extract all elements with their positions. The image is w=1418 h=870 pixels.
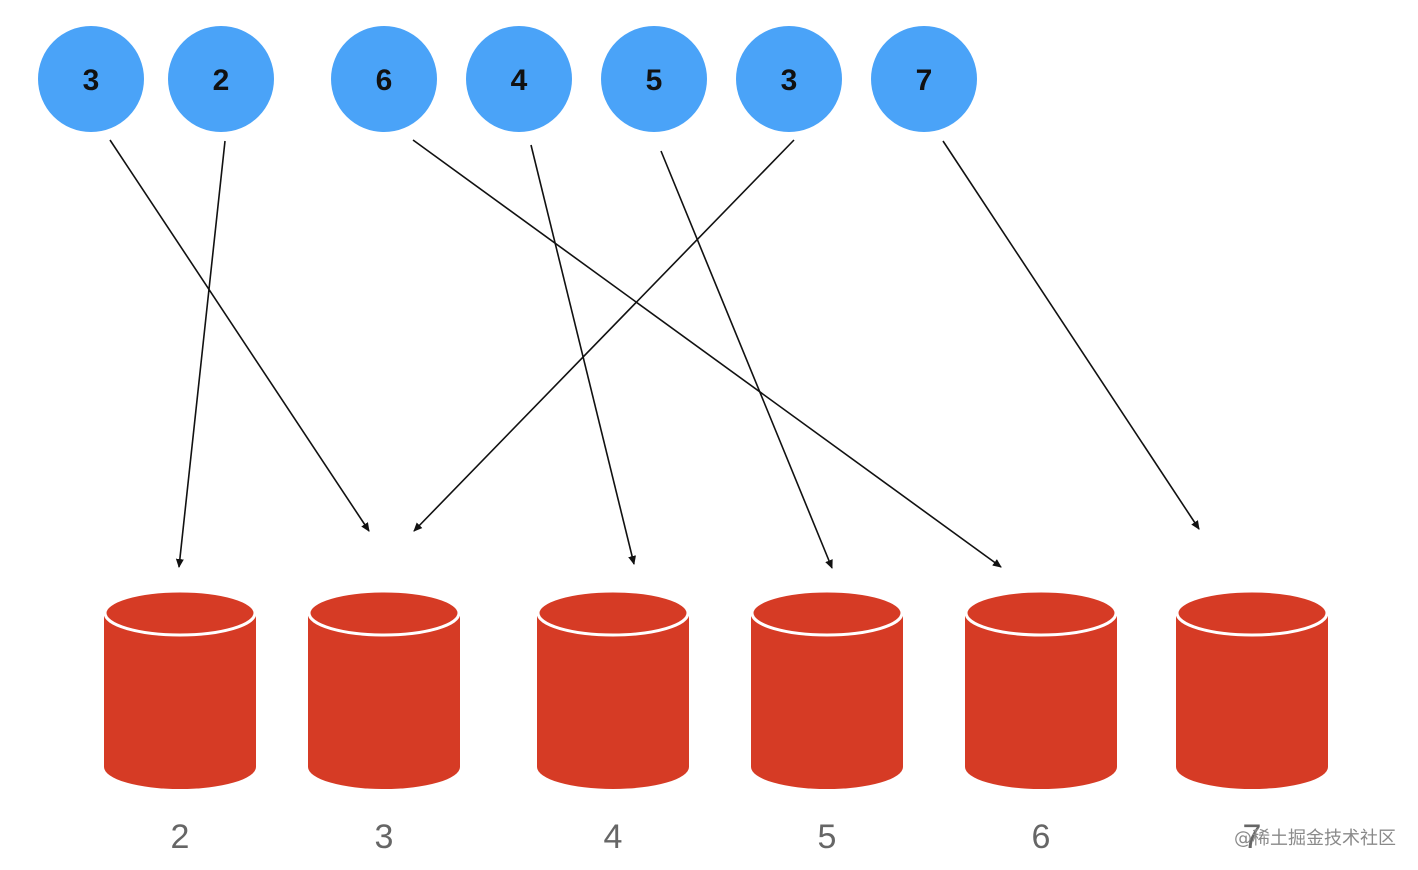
nodes-layer: 3 2 6 4 5 3 7 <box>38 26 977 132</box>
node-circle-shape <box>168 26 274 132</box>
database-label: 2 <box>171 818 190 856</box>
database-label: 5 <box>818 818 837 856</box>
arrow-n5-to-d5 <box>660 150 833 569</box>
database-top <box>964 589 1118 637</box>
database-top <box>750 589 904 637</box>
node-label: 5 <box>646 64 663 97</box>
node-label: 3 <box>83 64 100 97</box>
arrows-layer <box>109 139 1200 569</box>
node-circle: 6 <box>331 26 437 132</box>
node-circle-shape <box>38 26 144 132</box>
arrow-n2-to-d2 <box>175 140 226 568</box>
node-circle: 4 <box>466 26 572 132</box>
database-cylinder-icon: 4 <box>536 589 690 856</box>
database-cylinder-icon: 5 <box>750 589 904 856</box>
node-circle-shape <box>601 26 707 132</box>
database-top <box>307 589 461 637</box>
database-label: 4 <box>604 818 623 856</box>
node-circle-shape <box>466 26 572 132</box>
database-body <box>308 613 460 789</box>
databases-layer: 2 3 4 5 6 7 <box>103 589 1329 856</box>
node-circle: 3 <box>38 26 144 132</box>
database-cylinder-icon: 3 <box>307 589 461 856</box>
node-circle: 3 <box>736 26 842 132</box>
database-body <box>965 613 1117 789</box>
arrow-n6-to-d3 <box>413 139 795 532</box>
node-label: 7 <box>916 64 933 97</box>
node-circle: 5 <box>601 26 707 132</box>
arrow-n4-to-d4 <box>530 144 636 565</box>
node-label: 3 <box>781 64 798 97</box>
database-top <box>103 589 257 637</box>
database-label: 6 <box>1032 818 1051 856</box>
database-cylinder-icon: 7 <box>1175 589 1329 856</box>
database-body <box>751 613 903 789</box>
node-circle-shape <box>871 26 977 132</box>
database-cylinder-icon: 2 <box>103 589 257 856</box>
database-label: 7 <box>1243 818 1262 856</box>
node-label: 4 <box>511 64 528 97</box>
database-top <box>536 589 690 637</box>
database-cylinder-icon: 6 <box>964 589 1118 856</box>
database-body <box>537 613 689 789</box>
arrow-n1-to-d3 <box>109 139 370 532</box>
database-body <box>1176 613 1328 789</box>
node-circle-shape <box>736 26 842 132</box>
node-circle-shape <box>331 26 437 132</box>
node-circle: 2 <box>168 26 274 132</box>
database-body <box>104 613 256 789</box>
node-label: 2 <box>213 64 230 97</box>
database-top <box>1175 589 1329 637</box>
database-label: 3 <box>375 818 394 856</box>
arrow-n3-to-d6 <box>412 139 1002 568</box>
node-circle: 7 <box>871 26 977 132</box>
node-label: 6 <box>376 64 393 97</box>
arrow-n7-to-d7 <box>942 140 1200 530</box>
watermark-text: @稀土掘金技术社区 <box>1234 828 1396 849</box>
